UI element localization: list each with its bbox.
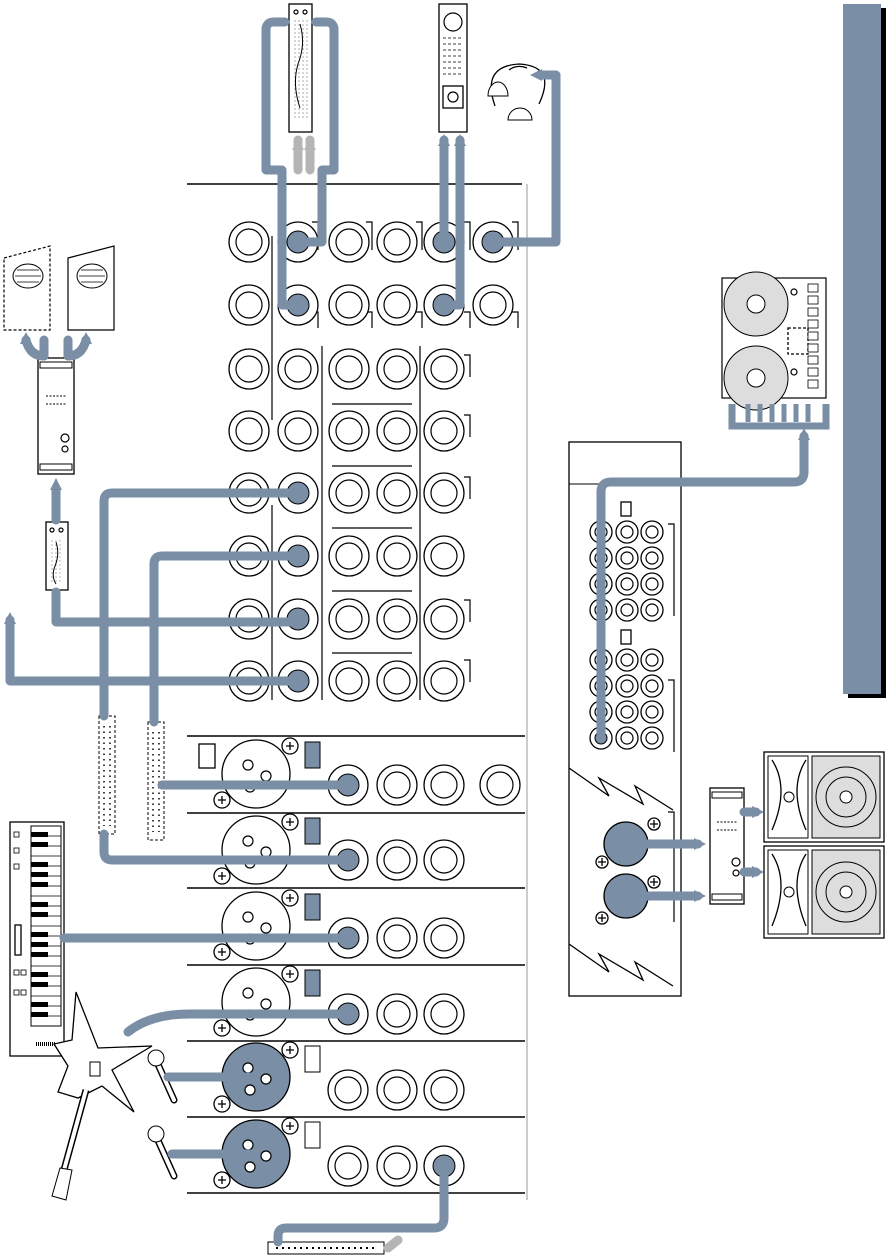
speaker-icon (764, 752, 884, 938)
jack-row-3 (229, 349, 464, 389)
connector-panel-icon (569, 442, 681, 996)
channel-strip-2 (214, 814, 464, 884)
patchbay-icon (268, 1242, 384, 1254)
channel-strip-4 (214, 966, 464, 1036)
amplifier-icon (38, 358, 74, 474)
cable-headphones (493, 75, 556, 242)
tape-recorder-icon (722, 272, 826, 426)
amplifier-icon (710, 788, 744, 904)
rack-eq-icon (289, 4, 312, 132)
channel-strip-1 (199, 738, 520, 808)
speaker-icon (4, 246, 114, 330)
cable-patch-b (154, 556, 298, 722)
patchbay-icon (99, 716, 115, 834)
keyboard-icon (10, 822, 64, 1056)
channel-strips (199, 738, 520, 1188)
side-tab (843, 4, 886, 698)
jack-row-4 (229, 411, 464, 451)
rack-processor-icon (439, 4, 467, 132)
channel-strip-3 (214, 890, 464, 960)
rack-eq-icon (46, 522, 68, 590)
